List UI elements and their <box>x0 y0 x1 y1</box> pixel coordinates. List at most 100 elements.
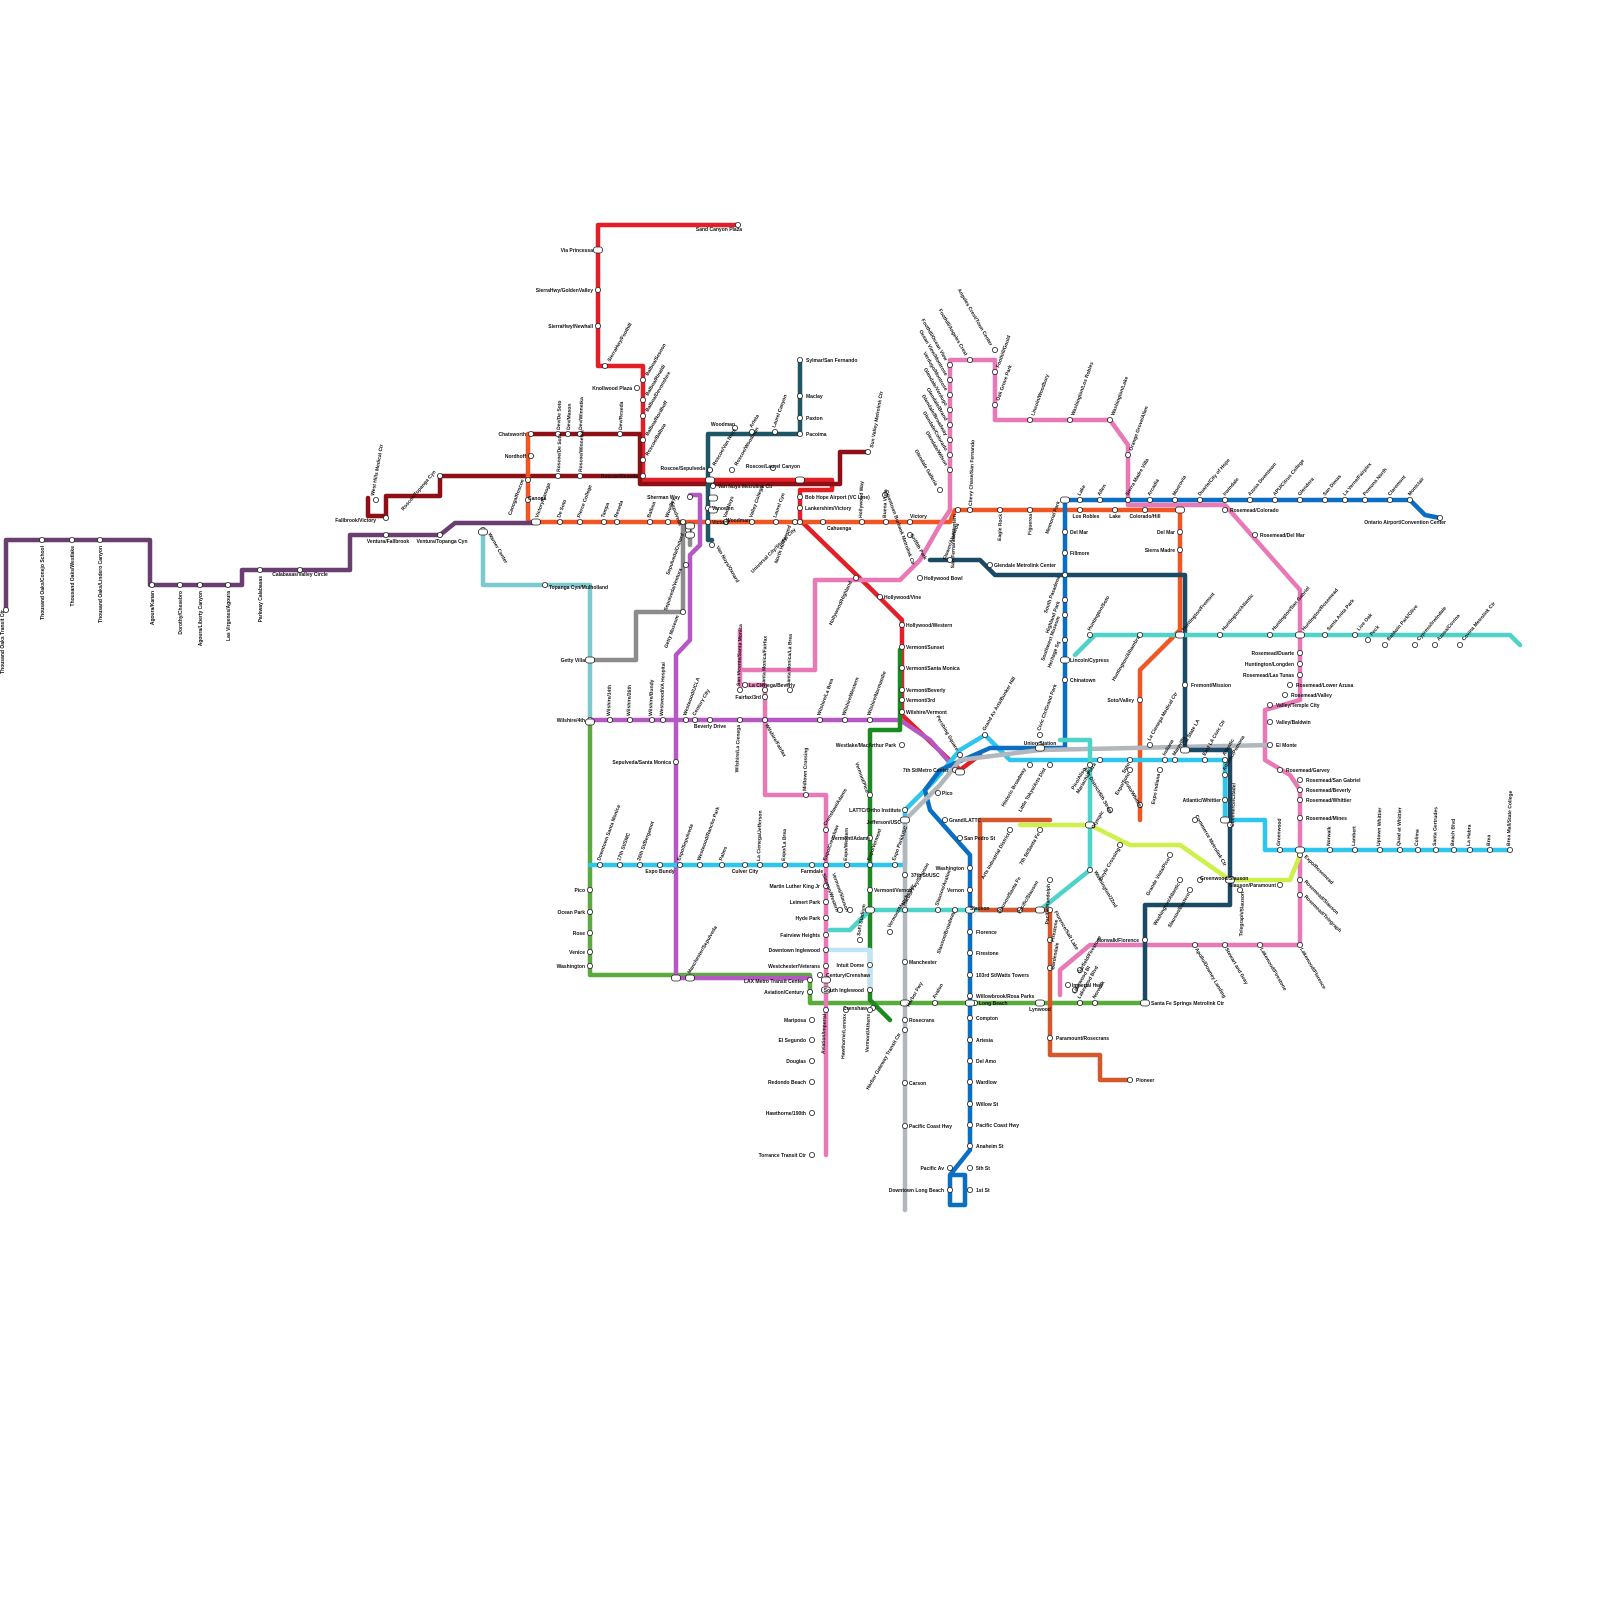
station-marker[interactable] <box>1342 496 1349 503</box>
station-marker[interactable] <box>809 1152 816 1159</box>
station-marker[interactable] <box>1087 762 1094 769</box>
station-marker[interactable] <box>823 932 830 939</box>
station-marker[interactable] <box>1027 416 1034 423</box>
station-marker[interactable] <box>1362 496 1369 503</box>
station-marker[interactable] <box>557 519 564 526</box>
station-marker[interactable] <box>947 391 954 398</box>
station-marker[interactable] <box>809 1037 816 1044</box>
station-marker[interactable] <box>797 430 804 437</box>
station-marker[interactable] <box>710 482 717 489</box>
station-marker[interactable] <box>1412 642 1419 649</box>
station-marker[interactable] <box>902 872 909 879</box>
station-marker[interactable] <box>1322 496 1329 503</box>
station-marker[interactable] <box>867 717 874 724</box>
station-marker[interactable] <box>732 424 739 431</box>
station-marker[interactable] <box>1027 762 1034 769</box>
station-marker[interactable] <box>797 519 804 526</box>
station-marker[interactable] <box>867 987 874 994</box>
station-marker[interactable] <box>867 792 874 799</box>
station-marker[interactable] <box>607 717 614 724</box>
station-marker[interactable] <box>899 687 906 694</box>
station-marker[interactable] <box>1125 451 1132 458</box>
station-marker[interactable] <box>823 862 830 869</box>
station-marker[interactable] <box>820 519 827 526</box>
station-marker[interactable] <box>807 989 814 996</box>
station-marker[interactable] <box>1252 532 1259 539</box>
interchange-marker[interactable] <box>685 522 695 530</box>
station-marker[interactable] <box>967 356 974 363</box>
station-marker[interactable] <box>1297 787 1304 794</box>
station-marker[interactable] <box>823 827 830 834</box>
station-marker[interactable] <box>1172 757 1179 764</box>
station-marker[interactable] <box>1147 496 1154 503</box>
station-marker[interactable] <box>1112 506 1119 513</box>
station-marker[interactable] <box>967 1037 974 1044</box>
station-marker[interactable] <box>382 515 389 522</box>
interchange-marker[interactable] <box>821 986 831 994</box>
station-marker[interactable] <box>947 436 954 443</box>
station-marker[interactable] <box>899 644 906 651</box>
station-marker[interactable] <box>809 862 816 869</box>
station-marker[interactable] <box>902 959 909 966</box>
station-marker[interactable] <box>967 1165 974 1172</box>
station-marker[interactable] <box>587 963 594 970</box>
station-marker[interactable] <box>792 519 799 526</box>
station-marker[interactable] <box>992 346 999 353</box>
station-marker[interactable] <box>587 930 594 937</box>
station-marker[interactable] <box>565 430 572 437</box>
station-marker[interactable] <box>640 376 647 383</box>
station-marker[interactable] <box>899 709 906 716</box>
station-marker[interactable] <box>877 594 884 601</box>
interchange-marker[interactable] <box>1060 656 1070 664</box>
station-marker[interactable] <box>1047 937 1054 944</box>
station-marker[interactable] <box>634 384 641 391</box>
station-marker[interactable] <box>823 963 830 970</box>
station-marker[interactable] <box>967 506 974 513</box>
station-marker[interactable] <box>809 1079 816 1086</box>
station-marker[interactable] <box>1457 642 1464 649</box>
interchange-marker[interactable] <box>478 528 488 536</box>
station-marker[interactable] <box>817 717 824 724</box>
station-marker[interactable] <box>1277 882 1284 889</box>
station-marker[interactable] <box>902 1017 909 1024</box>
station-marker[interactable] <box>1277 847 1284 854</box>
station-marker[interactable] <box>528 430 535 437</box>
station-marker[interactable] <box>1177 529 1184 536</box>
station-marker[interactable] <box>148 582 155 589</box>
station-marker[interactable] <box>1107 416 1114 423</box>
station-marker[interactable] <box>967 972 974 979</box>
station-marker[interactable] <box>296 567 303 574</box>
interchange-marker[interactable] <box>965 906 975 914</box>
interchange-marker[interactable] <box>1035 744 1045 752</box>
station-marker[interactable] <box>967 1015 974 1022</box>
station-marker[interactable] <box>937 486 944 493</box>
interchange-marker[interactable] <box>795 476 805 484</box>
station-marker[interactable] <box>853 575 860 582</box>
station-marker[interactable] <box>595 286 602 293</box>
station-marker[interactable] <box>992 401 999 408</box>
station-marker[interactable] <box>1322 632 1329 639</box>
station-marker[interactable] <box>787 687 794 694</box>
station-marker[interactable] <box>525 496 532 503</box>
station-marker[interactable] <box>587 949 594 956</box>
station-marker[interactable] <box>1062 612 1069 619</box>
station-marker[interactable] <box>1127 1077 1134 1084</box>
station-marker[interactable] <box>807 977 814 984</box>
station-marker[interactable] <box>1092 1000 1099 1007</box>
station-marker[interactable] <box>762 717 769 724</box>
station-marker[interactable] <box>627 717 634 724</box>
station-marker[interactable] <box>577 472 584 479</box>
station-marker[interactable] <box>997 506 1004 513</box>
station-marker[interactable] <box>902 1080 909 1087</box>
station-marker[interactable] <box>707 466 714 473</box>
station-marker[interactable] <box>1077 506 1084 513</box>
station-marker[interactable] <box>842 717 849 724</box>
station-marker[interactable] <box>967 865 974 872</box>
station-marker[interactable] <box>680 519 687 526</box>
interchange-marker[interactable] <box>705 476 715 484</box>
station-marker[interactable] <box>797 493 804 500</box>
station-marker[interactable] <box>837 907 844 914</box>
station-marker[interactable] <box>947 421 954 428</box>
station-marker[interactable] <box>809 1110 816 1117</box>
interchange-marker[interactable] <box>1060 496 1070 504</box>
